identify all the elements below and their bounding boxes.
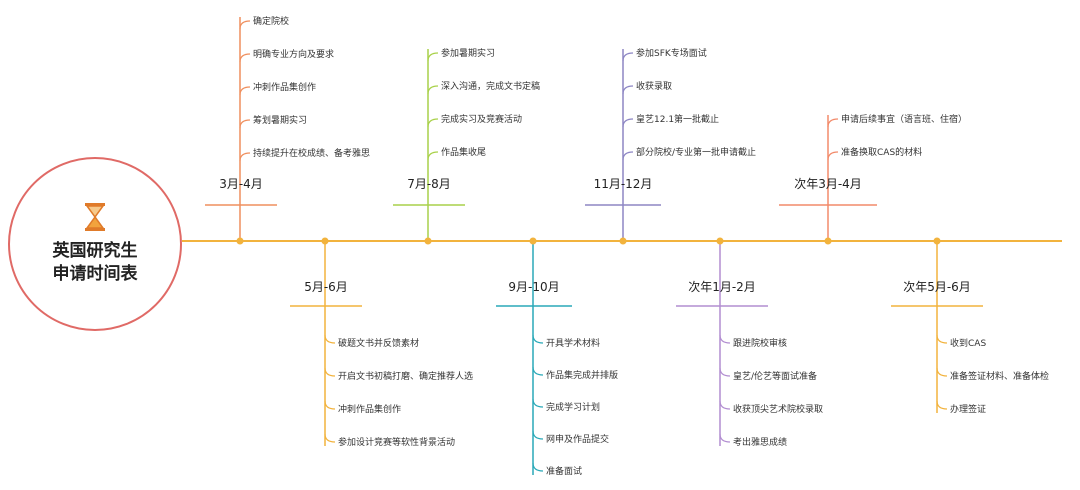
timeline-item: 考出雅思成绩 [733,438,788,448]
timeline-item: 收获顶尖艺术院校录取 [733,405,824,415]
item-branch-4-3 [532,398,544,408]
item-branch-7-2 [827,151,839,161]
period-label: 次年5月-6月 [903,280,971,294]
hourglass-icon [85,203,105,231]
item-branch-5-3 [622,118,634,128]
axis-dot-1 [236,237,244,245]
axis-dot-7 [824,237,832,245]
item-branch-3-2 [427,85,439,95]
item-branch-2-2 [324,367,336,377]
axis-dot-8 [933,237,941,245]
timeline-item: 参加SFK专场面试 [636,49,707,59]
timeline-item: 皇艺12.1第一批截止 [636,115,720,125]
item-branch-1-1 [239,20,251,30]
timeline-item: 收获录取 [636,82,673,92]
item-branch-6-3 [719,400,731,410]
axis-dot-3 [424,237,432,245]
timeline-item: 深入沟通，完成文书定稿 [441,82,541,92]
timeline-item: 部分院校/专业第一批申请截止 [636,148,757,158]
period-label: 次年3月-4月 [794,177,862,191]
item-branch-5-4 [622,151,634,161]
timeline-item: 准备换取CAS的材料 [841,148,923,158]
item-branch-5-1 [622,52,634,62]
item-branch-4-4 [532,430,544,440]
item-branch-5-2 [622,85,634,95]
timeline-item: 准备面试 [546,467,583,477]
timeline-item: 明确专业方向及要求 [253,50,335,60]
timeline-item: 收到CAS [950,339,987,349]
timeline-item: 完成实习及竞赛活动 [441,115,523,125]
item-branch-3-3 [427,118,439,128]
timeline-item: 筹划暑期实习 [253,116,308,126]
page-title-line2: 申请时间表 [52,264,138,284]
timeline-item: 开启文书初稿打磨、确定推荐人选 [338,372,474,382]
item-branch-4-5 [532,462,544,472]
item-branch-6-2 [719,367,731,377]
axis-dot-2 [321,237,329,245]
item-branch-1-4 [239,119,251,129]
item-branch-6-1 [719,334,731,344]
item-branch-1-5 [239,152,251,162]
item-branch-1-2 [239,53,251,63]
item-branch-3-1 [427,52,439,62]
period-label: 7月-8月 [407,177,451,191]
item-branch-8-2 [936,367,948,377]
item-branch-2-1 [324,334,336,344]
page-title-line1: 英国研究生 [52,241,138,261]
timeline-item: 开具学术材料 [546,339,601,349]
timeline-item: 持续提升在校成绩、备考雅思 [253,149,371,159]
timeline-item: 皇艺/伦艺等面试准备 [733,372,818,382]
timeline-item: 参加暑期实习 [441,49,496,59]
item-branch-2-3 [324,400,336,410]
timeline-item: 申请后续事宜（语言班、住宿） [841,115,968,125]
timeline-item: 办理签证 [950,405,987,415]
timeline-item: 作品集完成并排版 [546,371,619,381]
timeline-item: 准备签证材料、准备体检 [950,372,1050,382]
timeline-item: 参加设计竞赛等软性背景活动 [338,438,456,448]
period-label: 次年1月-2月 [688,280,756,294]
timeline-item: 完成学习计划 [546,403,601,413]
axis-dot-4 [529,237,537,245]
timeline-item: 作品集收尾 [441,148,487,158]
item-branch-4-1 [532,334,544,344]
item-branch-1-3 [239,86,251,96]
item-branch-2-4 [324,433,336,443]
timeline-item: 确定院校 [253,17,290,27]
timeline-item: 跟进院校审核 [733,339,788,349]
period-label: 11月-12月 [593,177,653,191]
timeline-item: 冲刺作品集创作 [253,83,317,93]
timeline-item: 破题文书并反馈素材 [338,339,420,349]
item-branch-3-4 [427,151,439,161]
timeline-item: 冲刺作品集创作 [338,405,402,415]
title-circle: 英国研究生 申请时间表 [8,157,182,331]
item-branch-8-3 [936,400,948,410]
item-branch-6-4 [719,433,731,443]
item-branch-7-1 [827,118,839,128]
period-label: 9月-10月 [508,280,560,294]
axis-dot-5 [619,237,627,245]
item-branch-8-1 [936,334,948,344]
period-label: 3月-4月 [219,177,263,191]
period-label: 5月-6月 [304,280,348,294]
item-branch-4-2 [532,366,544,376]
axis-dot-6 [716,237,724,245]
timeline-item: 网申及作品提交 [546,435,610,445]
